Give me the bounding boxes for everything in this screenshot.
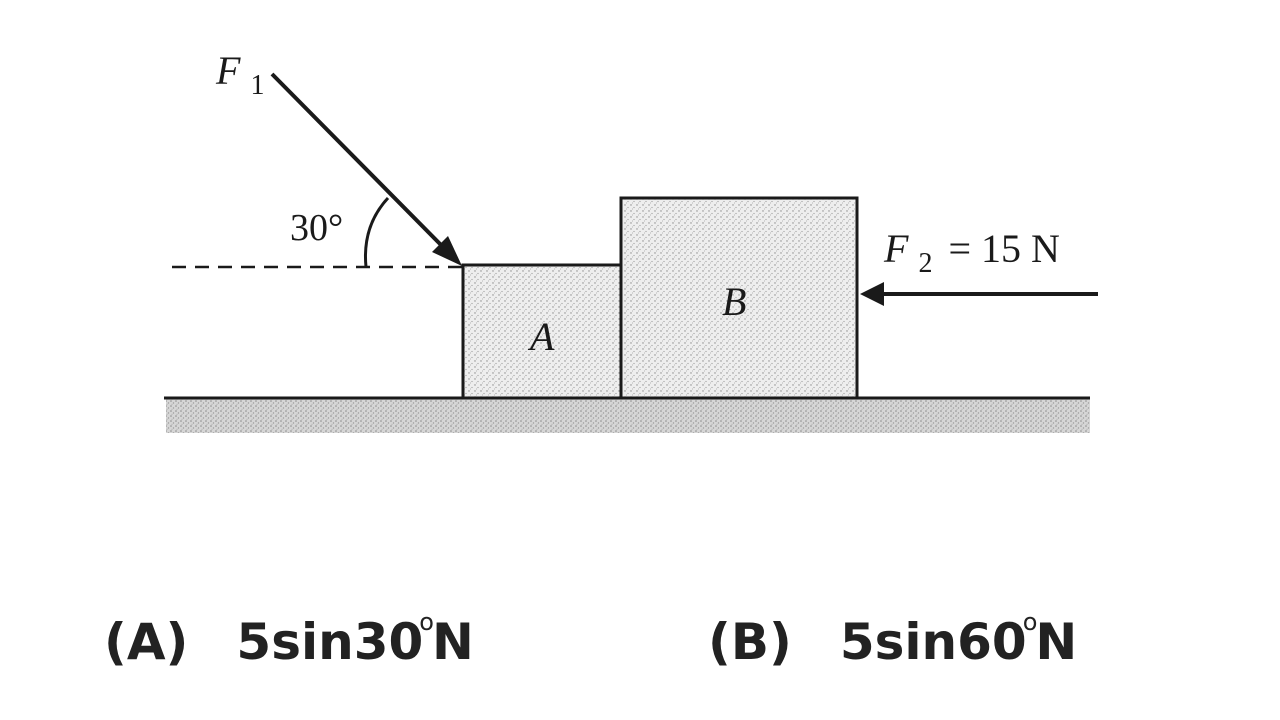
block-a-label: A xyxy=(527,314,555,359)
force1-arrowhead-icon xyxy=(432,236,462,266)
force1-symbol: F xyxy=(215,48,241,93)
option-b-letter: (B) xyxy=(708,613,792,671)
angle-label: 30° xyxy=(290,207,343,249)
ground-surface xyxy=(166,399,1090,433)
force2-arrowhead-icon xyxy=(860,282,884,306)
force1-label: F 1 xyxy=(215,48,264,101)
force1-subscript: 1 xyxy=(250,70,264,101)
force1-arrow-shaft xyxy=(270,72,448,252)
answer-option-b[interactable]: (B) 5sin60 o N xyxy=(708,606,1077,678)
force2-subscript: 2 xyxy=(918,248,932,279)
force2-symbol: F xyxy=(883,226,909,271)
force2-value: = 15 N xyxy=(948,226,1059,271)
angle-arc xyxy=(363,196,390,268)
option-a-prefix: 5sin30 xyxy=(236,613,424,671)
option-a-degree: o xyxy=(419,608,434,636)
option-a-unit: N xyxy=(431,613,474,671)
block-b xyxy=(619,196,859,400)
force2-label: F 2 = 15 N xyxy=(883,226,1060,281)
option-b-prefix: 5sin60 xyxy=(839,613,1027,671)
answer-option-a[interactable]: (A) 5sin30 o N xyxy=(104,606,474,678)
block-b-label: B xyxy=(722,279,746,324)
block-a xyxy=(461,263,623,400)
option-b-unit: N xyxy=(1035,613,1078,671)
option-a-letter: (A) xyxy=(104,613,189,671)
option-b-degree: o xyxy=(1022,608,1038,636)
